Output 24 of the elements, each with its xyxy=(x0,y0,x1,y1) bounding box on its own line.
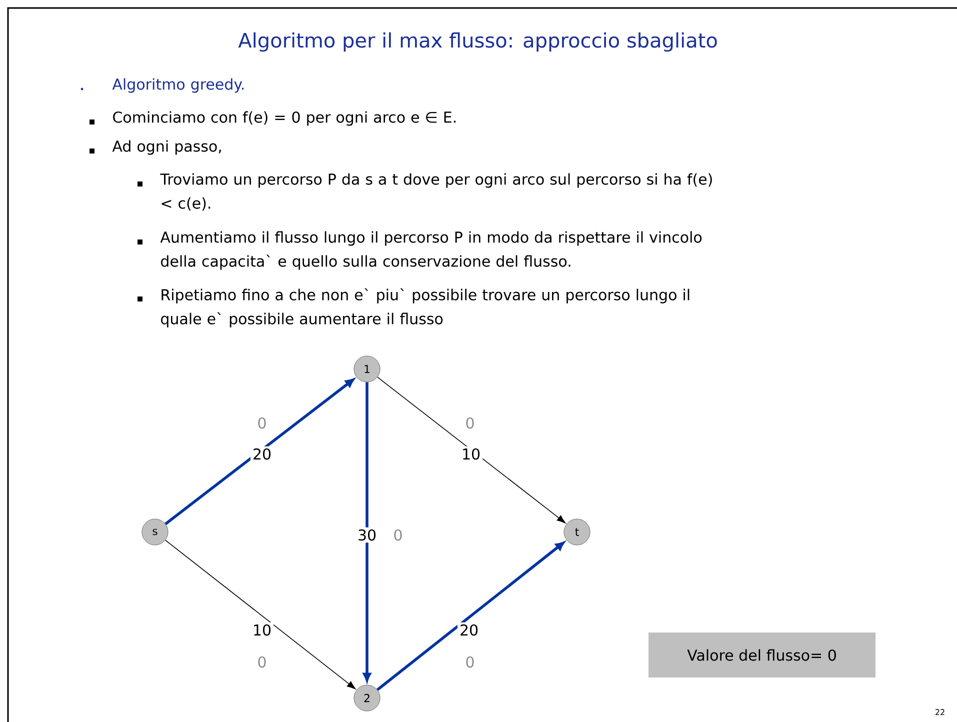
flow-label: 0 xyxy=(258,417,266,429)
capacity-label: 10 xyxy=(250,622,274,638)
bullet-text: Aumentiamo il flusso lungo il percorso P in modo da rispettare il vincolo della capacita` e quello sulla conservazione del flusso. xyxy=(160,231,702,270)
arrow xyxy=(363,382,371,682)
slide-title: Algoritmo per il max flusso: approccio sbagliato xyxy=(238,32,717,52)
arrow xyxy=(164,378,354,526)
arrow xyxy=(377,376,566,524)
bullet-text: Algoritmo greedy. xyxy=(112,78,244,93)
capacity-label: 30 xyxy=(355,527,379,543)
bullet-text: Cominciamo con f(e) = 0 per ogni arco e ∈ E. xyxy=(113,111,456,126)
flow-label: 0 xyxy=(466,656,474,668)
bullet-text: Ad ogni passo, xyxy=(112,140,221,155)
capacity-label: 10 xyxy=(459,446,483,462)
flow-label: 0 xyxy=(258,656,266,668)
page-number: 22 xyxy=(936,709,944,715)
bullet-text: Ripetiamo fino a che non e` piu` possibile trovare un percorso lungo il quale e` possibile aumentare il flusso xyxy=(161,288,690,328)
flow-value-box: Valore del flusso= 0 xyxy=(648,632,876,678)
capacity-label: 20 xyxy=(457,622,481,638)
flow-label: 0 xyxy=(394,529,402,541)
bullet-text: Troviamo un percorso P da s a t dove per ogni arco sul percorso si ha f(e) < c(e). xyxy=(160,173,712,211)
capacity-label: 20 xyxy=(250,446,274,462)
arrow xyxy=(165,540,356,690)
flow-label: 0 xyxy=(466,417,474,429)
arrow xyxy=(376,542,564,691)
